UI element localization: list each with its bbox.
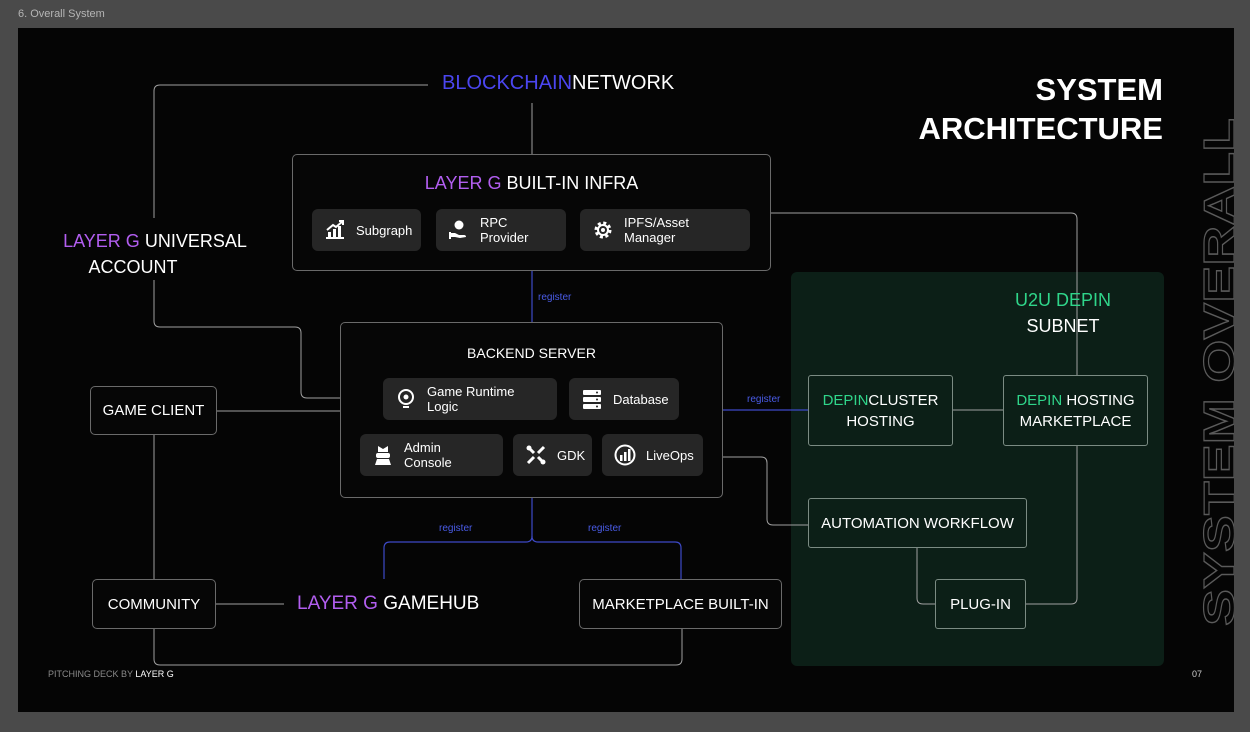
universal-account-label: LAYER G UNIVERSAL ACCOUNT <box>62 228 248 280</box>
connector-marketplace-register <box>531 535 682 579</box>
bulb-icon <box>398 389 414 408</box>
chart-icon <box>326 220 344 239</box>
depin-hosting-box: DEPIN HOSTING MARKETPLACE <box>1003 375 1148 446</box>
footer-credit: PITCHING DECK BY LAYER G <box>48 669 174 679</box>
admin-icon <box>375 446 391 465</box>
automation-workflow-box: AUTOMATION WORKFLOW <box>808 498 1027 548</box>
register-label-marketplace: register <box>588 523 622 534</box>
register-label-depin: register <box>747 394 781 405</box>
subgraph-label: Subgraph <box>356 222 413 238</box>
network-text: NETWORK <box>572 72 675 94</box>
register-label-infra: register <box>538 292 572 303</box>
gamehub-rest: GAMEHUB <box>383 593 480 614</box>
analytics-icon <box>614 444 636 466</box>
gamehub-accent: LAYER G <box>297 593 378 614</box>
register-label-gamehub: register <box>439 523 473 534</box>
liveops-chip[interactable]: LiveOps <box>602 434 703 476</box>
connector-lines <box>153 84 1078 666</box>
connector-network-to-account <box>153 84 428 218</box>
connector-automation-to-plugin <box>916 548 935 605</box>
backend-title: BACKEND SERVER <box>467 345 596 361</box>
hosting-line2: MARKETPLACE <box>1019 412 1132 430</box>
database-chip[interactable]: Database <box>569 378 679 420</box>
server-icon <box>583 390 601 409</box>
tools-icon <box>526 445 546 465</box>
runtime-chip[interactable]: Game Runtime Logic <box>383 378 557 420</box>
vertical-watermark-text: SYSTEM OVERALL <box>1195 118 1234 626</box>
depin-subnet-title: U2U DEPIN SUBNET <box>988 287 1138 339</box>
title-line1: SYSTEM <box>1035 72 1163 107</box>
community-box <box>92 579 216 629</box>
hosting-rest: HOSTING <box>1066 391 1135 409</box>
title-line2: ARCHITECTURE <box>918 111 1163 146</box>
subgraph-chip[interactable]: Subgraph <box>312 209 421 251</box>
admin-console-label: Admin Console <box>404 440 452 470</box>
infra-accent: LAYER G <box>424 173 502 193</box>
page-number: 07 <box>1192 669 1203 679</box>
gamehub-title: LAYER G GAMEHUB <box>297 593 479 615</box>
database-label: Database <box>613 391 669 407</box>
account-accent: LAYER G <box>63 231 140 251</box>
ipfs-label: IPFS/Asset Manager <box>624 215 690 245</box>
gear-icon <box>594 221 612 239</box>
cluster-rest: CLUSTER <box>868 391 939 409</box>
blockchain-accent: BLOCKCHAIN <box>442 72 573 94</box>
connector-community-to-marketplace <box>153 629 683 666</box>
depin-cluster-box: DEPINCLUSTER HOSTING <box>808 375 953 446</box>
gdk-label: GDK <box>557 447 586 463</box>
infra-title-rest: BUILT-IN INFRA <box>506 173 639 193</box>
footer-prefix: PITCHING DECK BY <box>48 669 133 679</box>
hosting-accent: DEPIN <box>1016 391 1063 409</box>
hand-coin-icon <box>449 220 466 239</box>
rpc-provider-chip[interactable]: RPC Provider <box>436 209 566 251</box>
runtime-label: Game Runtime Logic <box>427 384 515 414</box>
liveops-label: LiveOps <box>646 447 694 463</box>
community-label: COMMUNITY <box>107 595 201 613</box>
depin-subnet-accent: U2U DEPIN <box>1014 290 1112 310</box>
plugin-box: PLUG-IN <box>935 579 1026 629</box>
marketplace-builtin-label: MARKETPLACE BUILT-IN <box>592 595 769 613</box>
cluster-accent: DEPIN <box>822 391 869 409</box>
connector-liveops-to-automation <box>700 456 808 526</box>
vertical-watermark: SYSTEM OVERALL <box>1194 117 1234 626</box>
footer-brand: LAYER G <box>135 669 174 679</box>
gdk-chip[interactable]: GDK <box>513 434 592 476</box>
plugin-label: PLUG-IN <box>950 595 1011 613</box>
connector-backend-register-split <box>383 498 533 579</box>
frame-label: 6. Overall System <box>18 8 105 20</box>
depin-subnet-line2: SUBNET <box>1026 316 1100 336</box>
slide: BLOCKCHAINNETWORK SYSTEM ARCHITECTURE SY… <box>18 28 1234 712</box>
automation-label: AUTOMATION WORKFLOW <box>821 514 1014 532</box>
admin-console-chip[interactable]: Admin Console <box>360 434 503 476</box>
page-title: SYSTEM ARCHITECTURE <box>918 70 1163 148</box>
account-line2: ACCOUNT <box>88 257 178 277</box>
ipfs-chip[interactable]: IPFS/Asset Manager <box>580 209 750 251</box>
game-client-label: GAME CLIENT <box>102 402 205 419</box>
rpc-provider-label: RPC Provider <box>480 215 529 245</box>
blockchain-network-title: BLOCKCHAINNETWORK <box>442 72 674 95</box>
connector-account-to-backend <box>153 280 340 399</box>
marketplace-builtin-box <box>579 579 782 629</box>
account-rest: UNIVERSAL <box>144 231 247 251</box>
game-client-box <box>90 386 217 435</box>
cluster-line2: HOSTING <box>846 412 915 430</box>
infra-title: LAYER G BUILT-IN INFRA <box>292 173 771 194</box>
